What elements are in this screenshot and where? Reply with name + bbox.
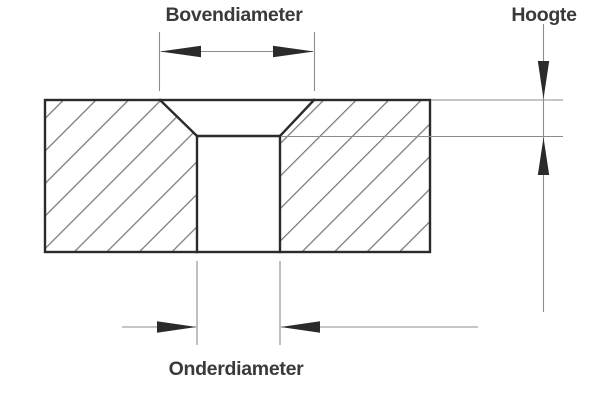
arrowhead-down-icon [537, 61, 550, 99]
dimension-onderdiameter: Onderdiameter [122, 261, 478, 380]
arrowhead-up-icon [537, 137, 550, 175]
bovendiameter-label: Bovendiameter [166, 4, 304, 26]
dimension-hoogte: Hoogte [282, 4, 577, 312]
arrowhead-right-icon [157, 321, 197, 333]
dimension-bovendiameter: Bovendiameter [158, 4, 316, 91]
part-outline [43, 98, 432, 254]
arrowhead-right-icon [273, 45, 314, 58]
hatch-left-region [45, 100, 197, 252]
countersink-chamfer-right [278, 98, 316, 138]
onderdiameter-label: Onderdiameter [169, 358, 305, 380]
hatch-right-region [280, 100, 430, 252]
hoogte-label: Hoogte [511, 4, 577, 26]
countersink-chamfer-left [158, 98, 199, 138]
arrowhead-left-icon [280, 321, 320, 333]
part-cross-section [43, 98, 432, 254]
arrowhead-left-icon [160, 45, 201, 58]
